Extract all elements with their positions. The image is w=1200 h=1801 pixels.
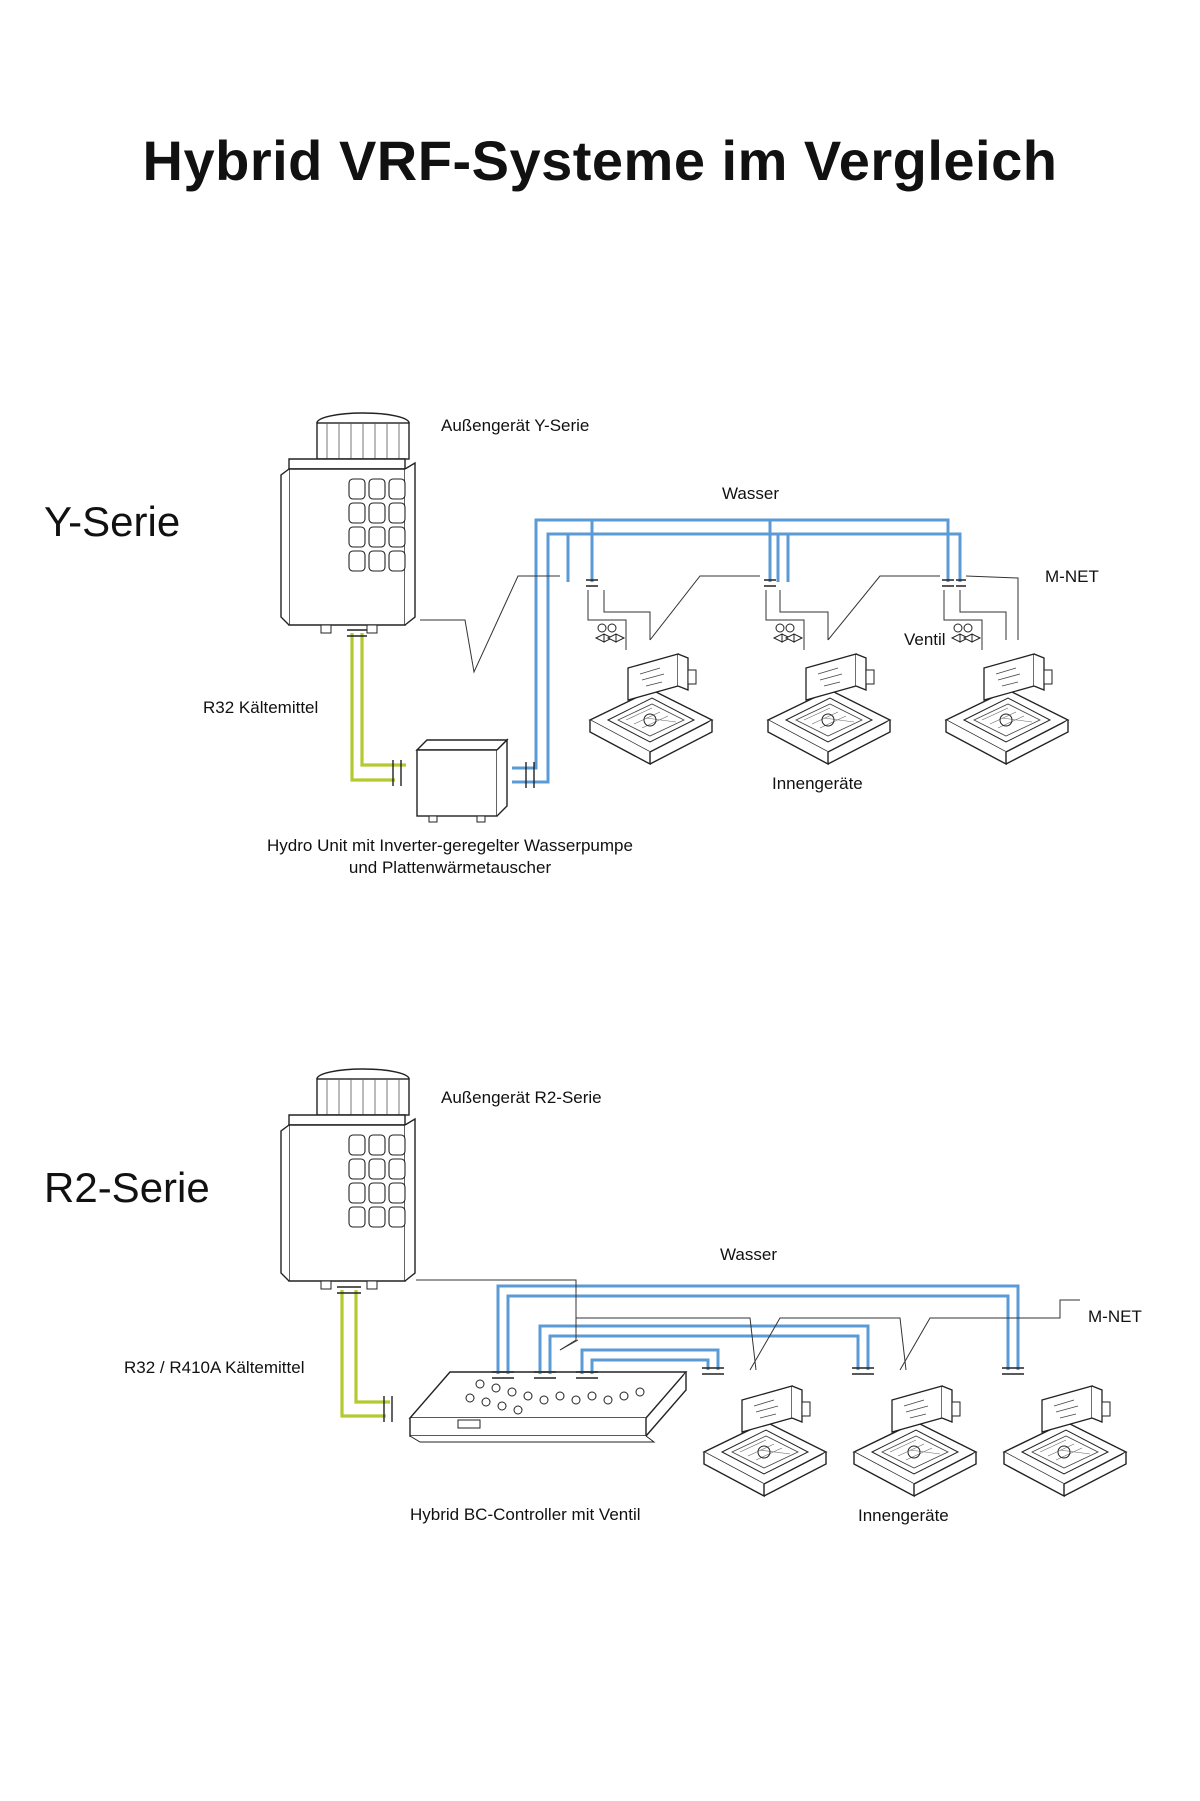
r2-refrigerant-lines [340,1290,390,1418]
y-outdoor-label: Außengerät Y-Serie [441,416,590,435]
r2-water-lines [496,1284,1020,1374]
y-outdoor-unit [280,412,416,634]
y-refrigerant-lines [350,633,406,782]
r2-series-title: R2-Serie [44,1164,210,1211]
r2-bc-label: Hybrid BC-Controller mit Ventil [410,1505,641,1524]
page-title: Hybrid VRF-Systeme im Vergleich [142,129,1058,192]
r2-water-label: Wasser [720,1245,777,1264]
y-series-title: Y-Serie [44,498,181,545]
r2-outdoor-label: Außengerät R2-Serie [441,1088,602,1107]
y-water-label: Wasser [722,484,779,503]
y-hydro-unit [416,739,508,823]
y-hydro-label-line2: und Plattenwärmetauscher [348,858,552,877]
r2-indoor-label: Innengeräte [858,1506,949,1525]
r2-bc-controller [409,1371,687,1443]
y-control-lines [420,575,1019,674]
y-hydro-label-line1: Hydro Unit mit Inverter-geregelter Wasse… [267,836,633,855]
r2-control-lines [416,1279,1080,1371]
y-mnet-label: M-NET [1045,567,1099,586]
r2-indoor-units [703,1385,1127,1497]
r2-refrigerant-label: R32 / R410A Kältemittel [124,1358,305,1377]
r2-outdoor-unit [280,1068,416,1290]
y-valve-label: Ventil [904,630,946,649]
r2-mnet-label: M-NET [1088,1307,1142,1326]
y-refrigerant-label: R32 Kältemittel [203,698,319,717]
y-indoor-units [589,653,1069,765]
y-water-lines [512,518,962,784]
y-indoor-label: Innengeräte [772,774,863,793]
